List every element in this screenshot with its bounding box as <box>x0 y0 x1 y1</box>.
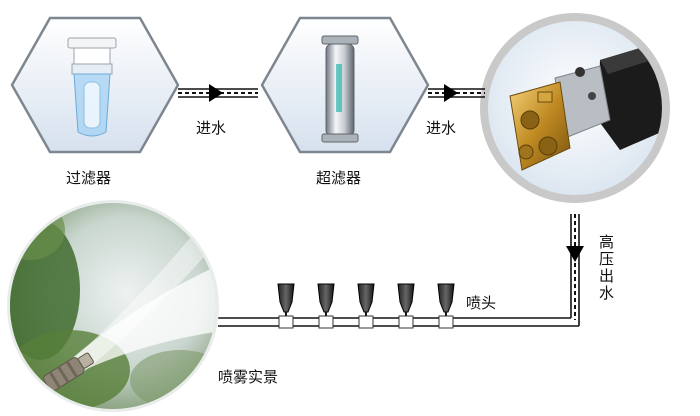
high-pressure-pump-icon <box>509 45 662 171</box>
spray-scene-photo <box>7 200 219 412</box>
nozzle-group <box>277 283 455 329</box>
flow-arrow-right-icon <box>209 84 223 102</box>
flow-arrow-right-icon <box>444 84 458 102</box>
flow-arrow-down-icon <box>566 246 584 262</box>
inlet-label-1: 进水 <box>196 119 227 137</box>
inlet-label-2: 进水 <box>426 119 457 137</box>
high-pressure-out-label: 高压出水 <box>597 234 615 302</box>
filter-node <box>10 16 180 154</box>
nozzle-icon <box>317 283 335 329</box>
pipe-ultrafilter-to-pump <box>428 84 485 102</box>
ultrafilter-label: 超滤器 <box>316 169 362 187</box>
spray-nozzle-photo-icon <box>43 352 94 392</box>
spray-scene-label: 喷雾实景 <box>218 368 279 386</box>
nozzle-icon <box>277 283 295 329</box>
nozzle-icon <box>437 283 455 329</box>
nozzle-label: 喷头 <box>466 294 497 312</box>
pipe-filter-to-ultrafilter <box>178 84 258 102</box>
nozzle-icon <box>397 283 415 329</box>
filter-icon <box>67 37 117 137</box>
pipe-pump-downflow <box>566 214 584 326</box>
pump-node <box>480 13 670 203</box>
nozzle-icon <box>357 283 375 329</box>
ultrafilter-icon <box>321 35 359 143</box>
ultrafilter-node <box>260 16 430 154</box>
filter-label: 过滤器 <box>66 169 112 187</box>
